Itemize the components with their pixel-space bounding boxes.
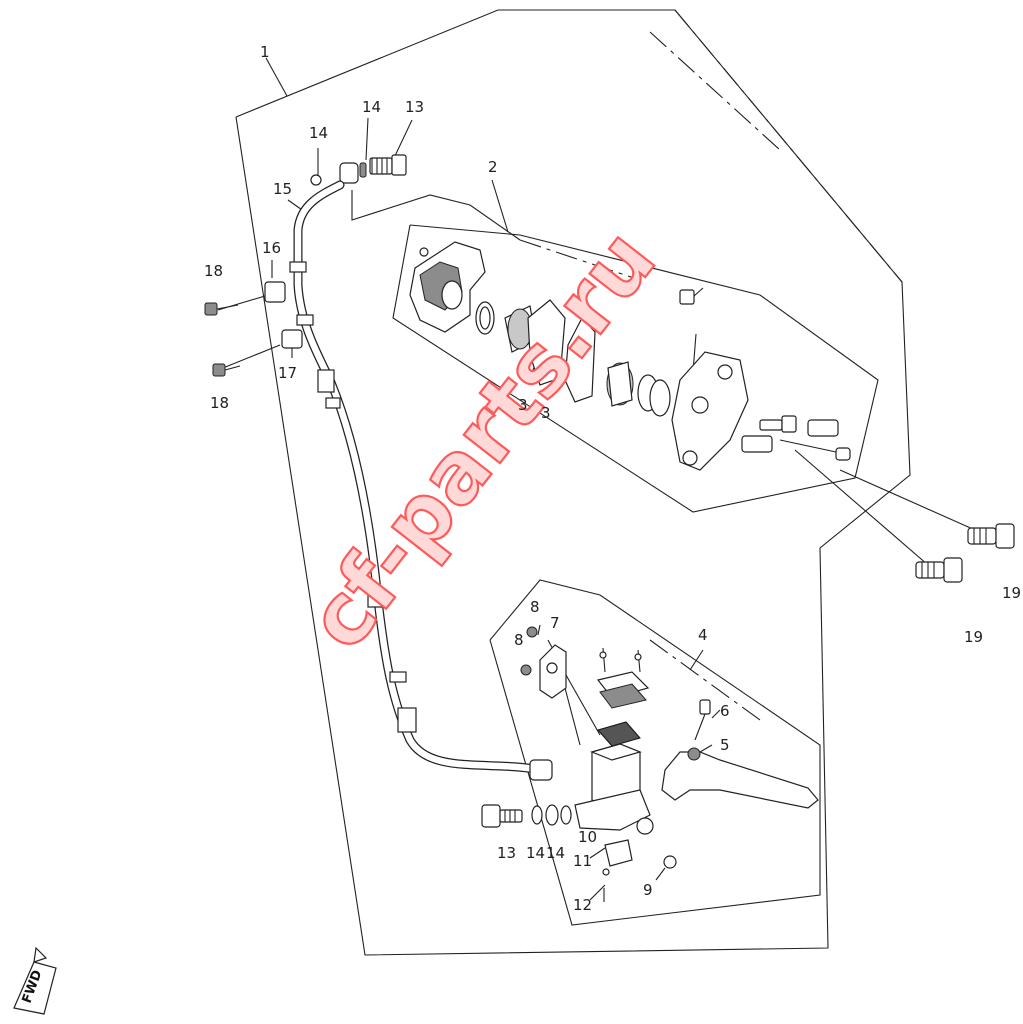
brake-hose	[289, 180, 553, 781]
callout-6: 6	[720, 702, 730, 720]
callout-13: 13	[497, 844, 516, 862]
callout-1: 1	[260, 43, 270, 61]
callout-13: 13	[405, 98, 424, 116]
callout-18: 18	[210, 394, 229, 412]
callout-14: 14	[362, 98, 381, 116]
callout-4: 4	[698, 626, 708, 644]
callout-labels: 1 2 3 3 4 5 6 7 8 8 9 10 11 12 13 13 14 …	[204, 43, 1021, 914]
callout-8: 8	[530, 598, 540, 616]
callout-14: 14	[526, 844, 545, 862]
callout-10: 10	[578, 828, 597, 846]
master-cylinder	[520, 626, 677, 902]
callout-5: 5	[720, 736, 730, 754]
lower-banjo-bolt	[481, 804, 572, 828]
fwd-arrow-icon: FWD	[13, 946, 57, 1015]
callout-17: 17	[278, 364, 297, 382]
caliper-group-outline	[351, 190, 879, 513]
upper-banjo-fitting	[310, 154, 407, 186]
callout-19: 19	[964, 628, 983, 646]
callout-3: 3	[541, 404, 551, 422]
callout-12: 12	[573, 896, 592, 914]
callout-14: 14	[546, 844, 565, 862]
callout-3: 3	[518, 396, 528, 414]
outer-assembly-outline	[235, 9, 911, 956]
master-cylinder-group-outline	[489, 579, 821, 926]
caliper-mounting-bolts	[915, 523, 1015, 583]
callout-8: 8	[514, 631, 524, 649]
hose-clamps	[204, 281, 303, 377]
brake-lever	[661, 699, 819, 809]
callout-7: 7	[550, 614, 560, 632]
callout-14: 14	[309, 124, 328, 142]
callout-18: 18	[204, 262, 223, 280]
callout-11: 11	[573, 852, 592, 870]
callout-19: 19	[1002, 584, 1021, 602]
callout-9: 9	[643, 881, 653, 899]
callout-16: 16	[262, 239, 281, 257]
caliper-assembly	[409, 241, 851, 471]
callout-2: 2	[488, 158, 498, 176]
callout-15: 15	[273, 180, 292, 198]
